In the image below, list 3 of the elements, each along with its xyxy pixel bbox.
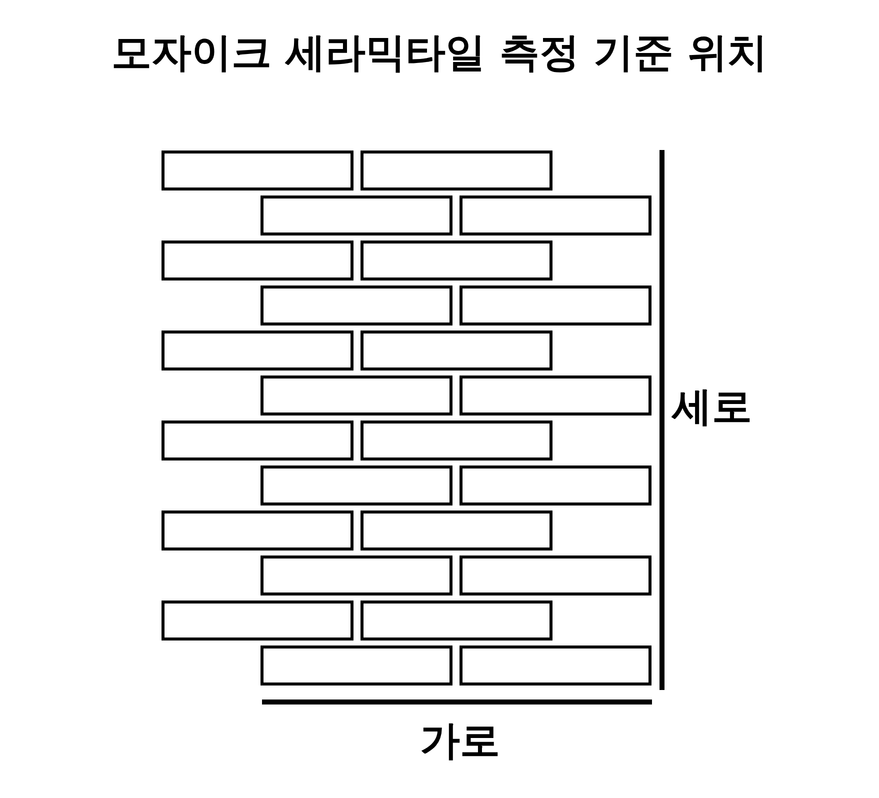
title: 모자이크 세라믹타일 측정 기준 위치 bbox=[110, 29, 768, 78]
dimension-label: 가로 bbox=[420, 717, 500, 766]
dimension-label: 세로 bbox=[672, 383, 752, 432]
